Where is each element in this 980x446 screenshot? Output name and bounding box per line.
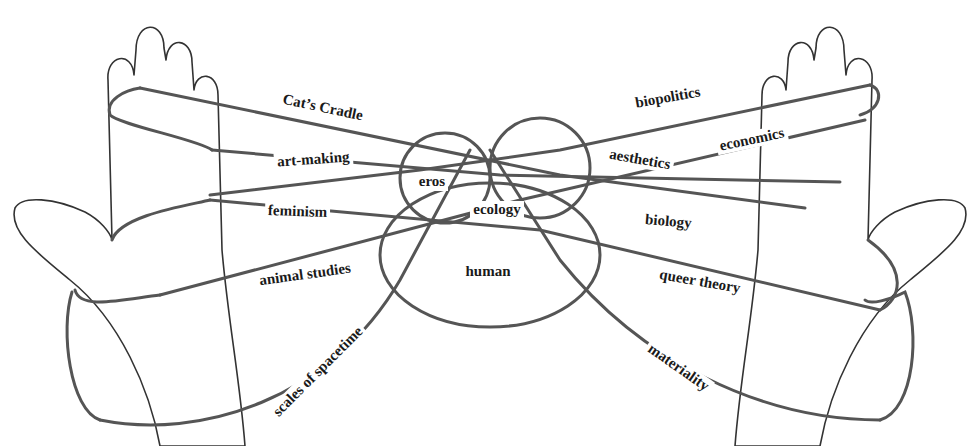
string-label: biology [641, 211, 695, 233]
string-label: human [462, 263, 513, 280]
string-label: feminism [265, 202, 331, 222]
string-label: eros [416, 173, 448, 190]
string-label: biopolitics [631, 83, 705, 112]
hand-outline [14, 27, 245, 446]
string-label: scales of spacetime [267, 321, 368, 422]
string-label: materiality [642, 339, 715, 397]
string-label: ecology [470, 201, 523, 218]
string-label: art-making [273, 149, 353, 172]
string [67, 85, 913, 425]
string-label: queer theory [655, 266, 744, 298]
string-label: aesthetics [605, 146, 675, 175]
string-label: animal studies [255, 260, 355, 291]
